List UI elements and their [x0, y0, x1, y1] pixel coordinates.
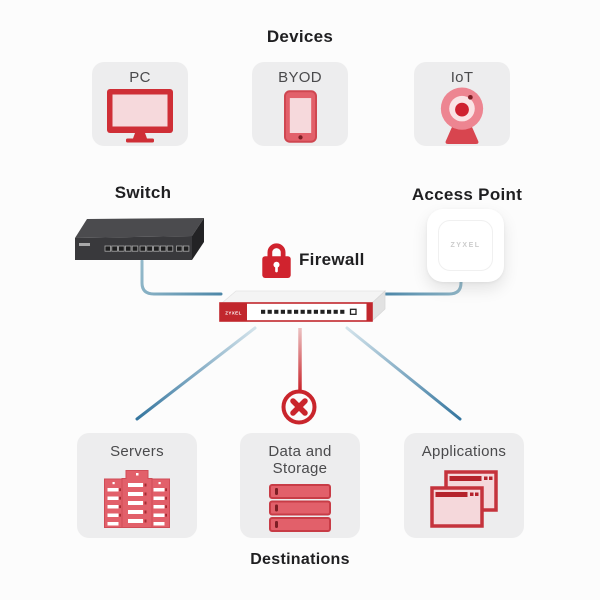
blocked-x-circle-icon [281, 389, 317, 425]
webcam-icon [438, 87, 486, 147]
card-servers-label: Servers [110, 443, 164, 460]
access-point-label: Access Point [411, 185, 523, 204]
cable-ap-to-firewall [384, 277, 463, 296]
access-point-device: ZYXEL [427, 209, 504, 282]
firewall-brand: ZYXEL [225, 311, 242, 316]
app-windows-icon [430, 461, 498, 539]
switch-label: Switch [114, 183, 172, 202]
smartphone-icon [283, 87, 317, 147]
firewall-ports [261, 309, 345, 314]
switch-logo [79, 243, 90, 246]
cable-switch-to-firewall [140, 259, 223, 296]
card-pc-label: PC [129, 69, 151, 86]
card-byod-label: BYOD [278, 69, 322, 86]
card-byod: BYOD [252, 62, 348, 146]
link-firewall-to-applications [345, 326, 462, 421]
card-servers: Servers [77, 433, 197, 538]
front-window [430, 486, 484, 528]
storage-icon [269, 477, 331, 538]
switch-device [75, 218, 204, 260]
switch-ports [104, 245, 190, 252]
firewall-label: Firewall [299, 250, 365, 269]
firewall-labelgroup: Firewall [262, 242, 365, 278]
card-pc: PC [92, 62, 188, 146]
lock-icon [262, 243, 291, 278]
card-applications-label: Applications [421, 443, 507, 460]
card-data-storage-label: Data and Storage [268, 443, 332, 477]
card-data-storage: Data and Storage [240, 433, 360, 538]
firewall-console-port [349, 308, 357, 315]
card-iot: IoT [414, 62, 510, 146]
destinations-title: Destinations [250, 551, 350, 568]
servers-icon [104, 461, 170, 539]
devices-title: Devices [266, 27, 334, 46]
pc-monitor-icon [107, 87, 173, 147]
link-firewall-to-servers [135, 326, 257, 421]
card-iot-label: IoT [450, 69, 474, 86]
firewall-device: ZYXEL [219, 290, 387, 322]
access-point-brand: ZYXEL [450, 242, 481, 249]
card-applications: Applications [404, 433, 524, 538]
